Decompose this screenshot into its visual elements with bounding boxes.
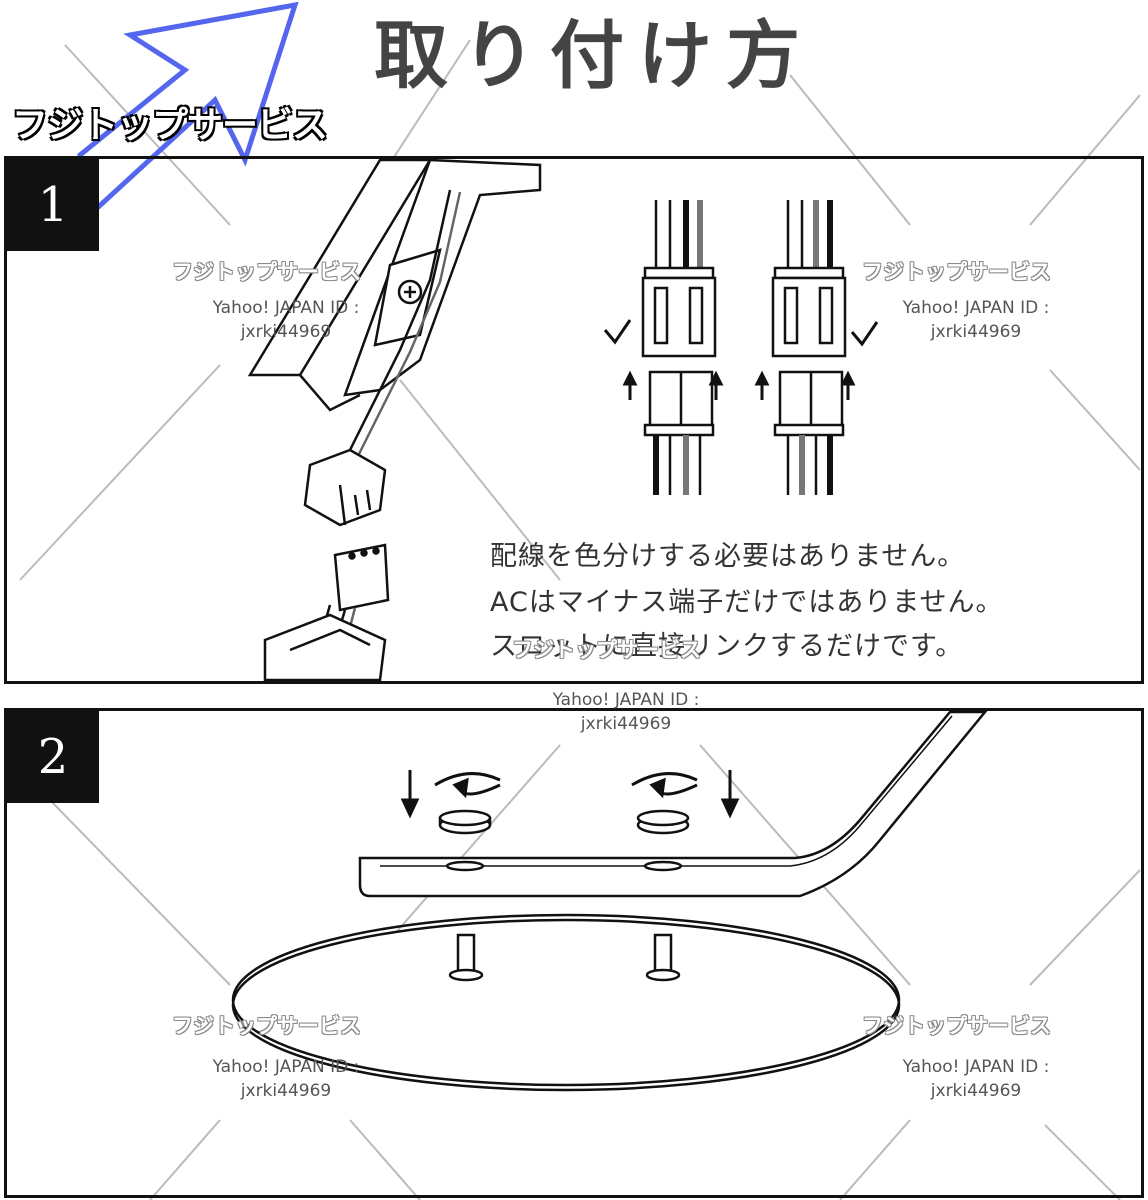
watermark-id-value: jxrki44969: [240, 322, 332, 342]
watermark-id: Yahoo! JAPAN ID : jxrki44969: [886, 296, 1066, 344]
step-1-panel: 1: [4, 156, 1144, 684]
watermark-id-line: Yahoo! JAPAN ID :: [552, 690, 700, 710]
step-number-1: 1: [7, 159, 99, 251]
watermark-brand: フジトップサービス: [862, 260, 1051, 284]
page-title: 取り付け方: [374, 13, 814, 99]
watermark-id: Yahoo! JAPAN ID : jxrki44969: [886, 1055, 1066, 1103]
watermark-id-line: Yahoo! JAPAN ID :: [902, 1057, 1050, 1077]
watermark-id-value: jxrki44969: [580, 714, 672, 734]
instruction-line-3: スロットに直接リンクするだけです。: [490, 631, 964, 662]
watermark-id: Yahoo! JAPAN ID : jxrki44969: [196, 296, 376, 344]
watermark-id-line: Yahoo! JAPAN ID :: [212, 298, 360, 318]
watermark-id: Yahoo! JAPAN ID : jxrki44969: [196, 1055, 376, 1103]
instruction-line-1: 配線を色分けする必要はありません。: [490, 541, 966, 572]
instruction-line-2: ACはマイナス端子だけではありません。: [490, 587, 1004, 618]
step-2-panel: 2: [4, 708, 1144, 1198]
brand-logo-text: フジトップサービス: [11, 104, 329, 147]
watermark-id-line: Yahoo! JAPAN ID :: [902, 298, 1050, 318]
watermark-id-value: jxrki44969: [930, 322, 1022, 342]
watermark-id-line: Yahoo! JAPAN ID :: [212, 1057, 360, 1077]
watermark-id: Yahoo! JAPAN ID : jxrki44969: [536, 688, 716, 736]
watermark-brand: フジトップサービス: [172, 260, 361, 284]
step-number-2: 2: [7, 711, 99, 803]
watermark-brand: フジトップサービス: [172, 1014, 361, 1038]
watermark-brand: フジトップサービス: [512, 638, 701, 662]
watermark-id-value: jxrki44969: [930, 1081, 1022, 1101]
watermark-brand: フジトップサービス: [862, 1014, 1051, 1038]
watermark-id-value: jxrki44969: [240, 1081, 332, 1101]
